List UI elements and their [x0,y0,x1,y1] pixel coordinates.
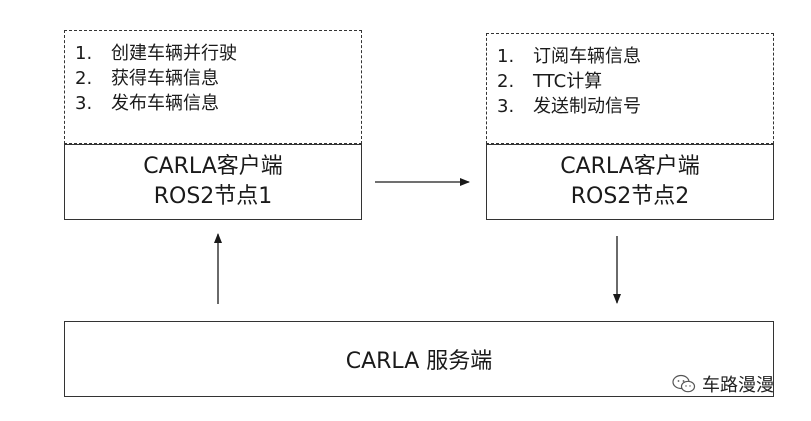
client1-node-box: CARLA客户端 ROS2节点1 [64,144,362,220]
client2-step-1: 1. 订阅车辆信息 [497,44,773,69]
client2-step-3: 3. 发送制动信号 [497,94,773,119]
step-number: 1. [497,46,515,67]
client2-step-2: 2. TTC计算 [497,69,773,94]
client1-subtitle: ROS2节点1 [153,184,273,209]
step-text: TTC计算 [533,71,603,92]
watermark-text: 车路漫漫 [702,375,774,396]
step-text: 创建车辆并行驶 [111,43,237,64]
client1-step-3: 3. 发布车辆信息 [75,91,361,116]
client2-title: CARLA客户端 [560,154,700,179]
server-label: CARLA 服务端 [345,349,493,374]
step-text: 获得车辆信息 [111,68,219,89]
client1-step-2: 2. 获得车辆信息 [75,66,361,91]
step-number: 1. [75,43,93,64]
step-text: 发布车辆信息 [111,93,219,114]
step-number: 2. [75,68,93,89]
step-text: 订阅车辆信息 [533,46,641,67]
client1-title: CARLA客户端 [143,154,283,179]
step-number: 3. [75,93,93,114]
client1-steps-list: 1. 创建车辆并行驶 2. 获得车辆信息 3. 发布车辆信息 [65,31,361,116]
step-text: 发送制动信号 [533,96,641,117]
client1-step-1: 1. 创建车辆并行驶 [75,41,361,66]
step-number: 2. [497,71,515,92]
client1-steps-box: 1. 创建车辆并行驶 2. 获得车辆信息 3. 发布车辆信息 [64,30,362,144]
watermark: 车路漫漫 [672,371,774,397]
step-number: 3. [497,96,515,117]
client2-steps-box: 1. 订阅车辆信息 2. TTC计算 3. 发送制动信号 [486,33,774,144]
client2-steps-list: 1. 订阅车辆信息 2. TTC计算 3. 发送制动信号 [487,34,773,119]
client2-subtitle: ROS2节点2 [570,184,690,209]
server-box: CARLA 服务端 [64,321,774,397]
wechat-icon [672,374,696,393]
client2-node-box: CARLA客户端 ROS2节点2 [486,144,774,220]
